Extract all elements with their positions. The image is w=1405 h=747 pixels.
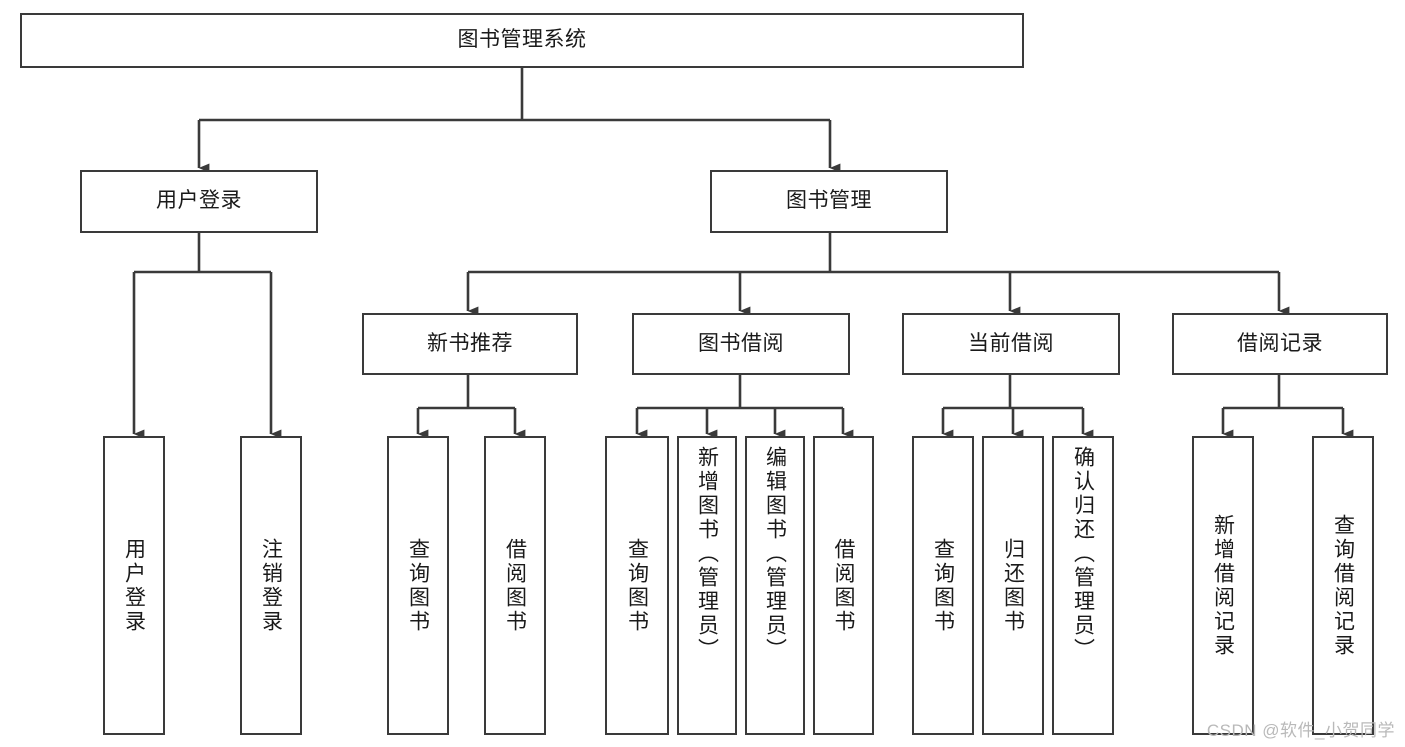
node-leaf-borrow-book[interactable]: 借阅图书 (813, 436, 874, 735)
node-book-borrow[interactable]: 图书借阅 (632, 313, 850, 375)
node-leaf-borrow-book-recommend[interactable]: 借阅图书 (484, 436, 546, 735)
node-leaf-confirm-return-admin[interactable]: 确认归还（管理员） (1052, 436, 1114, 735)
node-label: 查询图书 (406, 537, 430, 634)
node-label: 图书借阅 (698, 331, 784, 355)
node-leaf-query-book-current[interactable]: 查询图书 (912, 436, 974, 735)
node-label: 确认归还（管理员） (1071, 446, 1095, 662)
node-label: 图书管理 (786, 189, 872, 213)
node-borrow-record[interactable]: 借阅记录 (1172, 313, 1388, 375)
node-new-book-recommend[interactable]: 新书推荐 (362, 313, 578, 375)
node-leaf-add-borrow-record[interactable]: 新增借阅记录 (1192, 436, 1254, 735)
node-label: 新增图书（管理员） (695, 446, 719, 662)
node-book-management[interactable]: 图书管理 (710, 170, 948, 233)
node-leaf-query-borrow-record[interactable]: 查询借阅记录 (1312, 436, 1374, 735)
node-label: 编辑图书（管理员） (763, 446, 787, 662)
node-user-login[interactable]: 用户登录 (80, 170, 318, 233)
node-label: 用户登录 (156, 189, 242, 213)
node-label: 归还图书 (1001, 537, 1025, 634)
node-label: 查询借阅记录 (1331, 513, 1355, 658)
node-label: 当前借阅 (968, 331, 1054, 355)
node-label: 借阅图书 (503, 537, 527, 634)
watermark-text: CSDN @软件_小贺同学 (1206, 721, 1395, 740)
node-label: 查询图书 (625, 537, 649, 634)
node-leaf-user-login[interactable]: 用户登录 (103, 436, 165, 735)
node-label: 借阅记录 (1237, 331, 1323, 355)
node-leaf-query-book-recommend[interactable]: 查询图书 (387, 436, 449, 735)
node-leaf-query-book-borrow[interactable]: 查询图书 (605, 436, 669, 735)
node-label: 用户登录 (122, 537, 146, 634)
node-leaf-logout-login[interactable]: 注销登录 (240, 436, 302, 735)
node-root-system[interactable]: 图书管理系统 (20, 13, 1024, 68)
node-label: 新增借阅记录 (1211, 513, 1235, 658)
node-label: 图书管理系统 (457, 28, 587, 52)
node-current-borrow[interactable]: 当前借阅 (902, 313, 1120, 375)
node-label: 查询图书 (931, 537, 955, 634)
node-leaf-add-book-admin[interactable]: 新增图书（管理员） (677, 436, 737, 735)
node-label: 借阅图书 (832, 537, 856, 634)
node-label: 注销登录 (259, 537, 283, 634)
node-leaf-edit-book-admin[interactable]: 编辑图书（管理员） (745, 436, 805, 735)
node-leaf-return-book[interactable]: 归还图书 (982, 436, 1044, 735)
node-label: 新书推荐 (427, 331, 513, 355)
